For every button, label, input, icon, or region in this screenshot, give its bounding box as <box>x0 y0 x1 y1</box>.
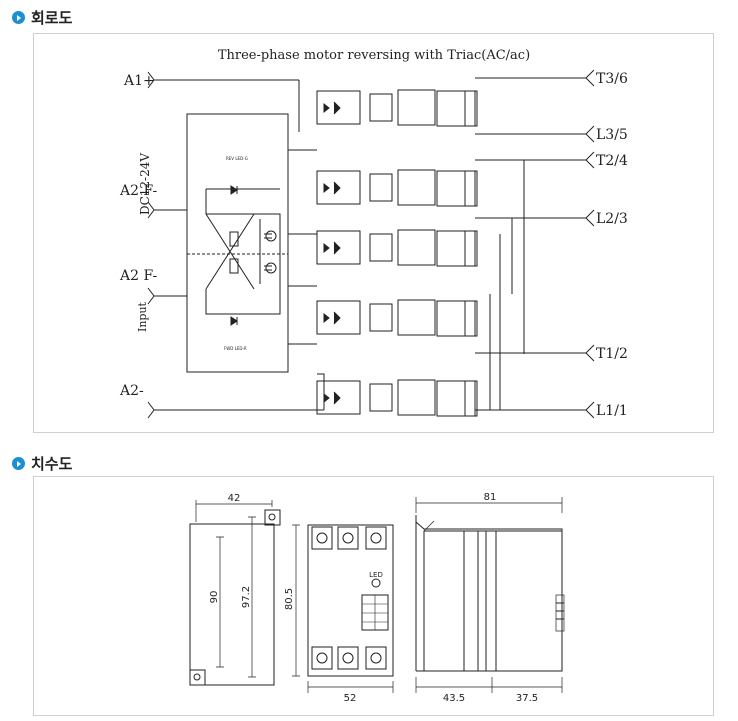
ssr-channel <box>316 299 478 337</box>
dim-side-width: 81 <box>484 492 497 503</box>
dimensions-heading-text: 치수도 <box>31 455 73 473</box>
dim-side-left: 43.5 <box>443 693 465 704</box>
ssr-channel <box>316 379 478 417</box>
terminal-l1-1: L1/1 <box>596 403 628 419</box>
terminal-l2-3: L2/3 <box>596 211 628 227</box>
front-view: 42 90 97.2 <box>189 493 281 686</box>
led-label: LED <box>369 571 383 579</box>
output-terminals: T3/6 L3/5 T2/4 L2/3 T1/2 L1/1 <box>585 69 628 419</box>
terminal-a1: A1+ <box>123 73 155 89</box>
control-schematic: REV LED-G FWD LED-R <box>187 156 288 351</box>
side-view: 81 43.5 37.5 <box>415 492 565 704</box>
chevron-right-icon <box>12 11 25 24</box>
dim-front-outer-height: 97.2 <box>241 586 252 608</box>
circuit-heading-text: 회로도 <box>31 9 73 27</box>
terminal-a2: A2- <box>119 383 144 399</box>
dim-top-width: 52 <box>344 693 357 704</box>
circuit-section-heading: 회로도 <box>12 7 72 28</box>
cross-wiring <box>489 160 525 410</box>
dimensions-section-heading: 치수도 <box>12 453 72 474</box>
terminal-l3-5: L3/5 <box>596 127 628 143</box>
led-fwd-label: FWD LED-R <box>224 346 247 351</box>
dim-front-width: 42 <box>228 493 241 504</box>
terminal-a2f-top: A2 F- <box>119 183 158 199</box>
ssr-channel <box>316 229 478 267</box>
output-wiring <box>475 77 586 411</box>
supply-voltage-label: DC12-24V <box>138 153 152 215</box>
dim-top-height: 80.5 <box>284 588 295 610</box>
dimension-drawing-panel: 42 90 97.2 LED 80.5 52 81 43.5 37.5 <box>33 476 714 716</box>
input-terminals: A1+ A2 F- A2 F- A2- <box>119 71 324 419</box>
dim-side-right: 37.5 <box>516 693 538 704</box>
input-label: Input <box>136 301 149 332</box>
terminal-a2f-bottom: A2 F- <box>119 268 158 284</box>
terminal-t1-2: T1/2 <box>596 346 628 362</box>
ssr-channel <box>316 169 478 207</box>
terminal-t3-6: T3/6 <box>596 71 628 87</box>
terminal-t2-4: T2/4 <box>596 153 628 169</box>
led-rev-label: REV LED-G <box>226 156 248 161</box>
ssr-channel <box>316 89 478 127</box>
ssr-channels <box>316 89 478 417</box>
control-bus <box>288 80 317 345</box>
circuit-title: Three-phase motor reversing with Triac(A… <box>218 48 530 63</box>
dim-front-inner-height: 90 <box>209 591 220 604</box>
chevron-right-icon <box>12 457 25 470</box>
circuit-diagram: Three-phase motor reversing with Triac(A… <box>119 48 628 419</box>
circuit-diagram-panel: Three-phase motor reversing with Triac(A… <box>33 33 714 433</box>
control-block <box>186 113 289 373</box>
dimension-drawing: 42 90 97.2 LED 80.5 52 81 43.5 37.5 <box>189 492 565 704</box>
top-view: LED 80.5 52 <box>284 524 394 704</box>
